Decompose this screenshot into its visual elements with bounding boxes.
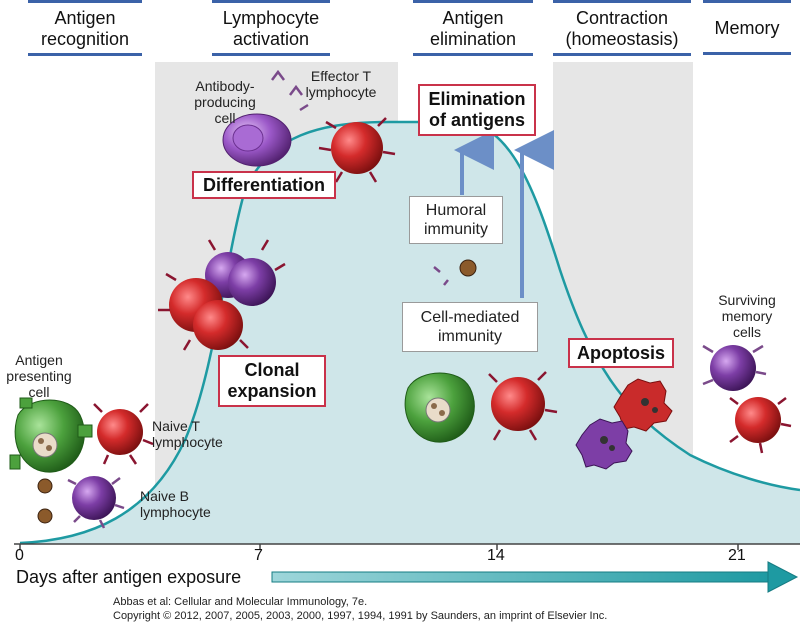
phase-elimination-line2: elimination — [429, 29, 517, 49]
antigen-presenting-cell-icon — [9, 397, 93, 473]
phase-memory-line1: Memory — [714, 18, 780, 38]
x-axis-label: Days after antigen exposure — [16, 567, 242, 587]
axis-tick-label-21: 21 — [728, 547, 746, 564]
phase-contraction-header: Contraction (homeostasis) — [553, 0, 691, 56]
memory-cells-label: Surviving memory cells — [718, 292, 776, 340]
citation-line: Abbas et al: Cellular and Molecular Immu… — [113, 596, 368, 608]
apc-with-t-cell-icon — [404, 371, 558, 443]
phase-contraction-line1: Contraction — [575, 8, 669, 28]
clonal-expansion-box: Clonal expansion — [218, 355, 326, 407]
antibody-cell-label: Antibody- producing cell — [194, 78, 256, 126]
effector-t-label: Effector T lymphocyte — [305, 68, 377, 100]
differentiation-box: Differentiation — [192, 171, 336, 199]
axis-tick-label-0: 0 — [15, 547, 24, 564]
effector-t-cell-icon — [318, 117, 396, 183]
phase-activation-line1: Lymphocyte — [222, 8, 320, 28]
phase-memory-line2 — [703, 39, 791, 49]
clonal-expansion-cells-icon — [158, 239, 286, 351]
phase-activation-header: Lymphocyte activation — [212, 0, 330, 56]
axis-tick-label-14: 14 — [487, 547, 505, 564]
naive-b-label: Naive B lymphocyte — [140, 488, 211, 520]
elimination-of-antigens-box: Elimination of antigens — [418, 84, 536, 136]
axis-tick-label-7: 7 — [254, 547, 263, 564]
phase-recognition-line1: Antigen — [54, 8, 116, 28]
humoral-immunity-box: Humoral immunity — [409, 196, 503, 244]
phase-recognition-header: Antigen recognition — [28, 0, 142, 56]
naive-t-label: Naive T lymphocyte — [152, 418, 223, 450]
phase-memory-header: Memory — [703, 0, 791, 55]
antibody-producing-cell-icon — [222, 69, 309, 167]
apoptotic-cells-icon — [575, 378, 673, 470]
phase-contraction-line2: (homeostasis) — [565, 29, 679, 49]
naive-t-cell-icon — [93, 403, 154, 465]
apoptosis-box: Apoptosis — [568, 338, 674, 368]
copyright-line: Copyright © 2012, 2007, 2005, 2003, 2000… — [113, 610, 608, 622]
phase-elimination-header: Antigen elimination — [413, 0, 533, 56]
phase-activation-line2: activation — [232, 29, 310, 49]
phase-elimination-line1: Antigen — [442, 8, 504, 28]
phase-recognition-line2: recognition — [40, 29, 130, 49]
cell-mediated-immunity-box: Cell-mediated immunity — [402, 302, 538, 352]
time-arrow — [271, 561, 799, 593]
apc-label: Antigen presenting cell — [6, 352, 72, 400]
naive-b-cell-icon — [37, 476, 125, 529]
memory-cells-icon — [702, 344, 792, 454]
antigen-particle-icon — [433, 259, 477, 286]
